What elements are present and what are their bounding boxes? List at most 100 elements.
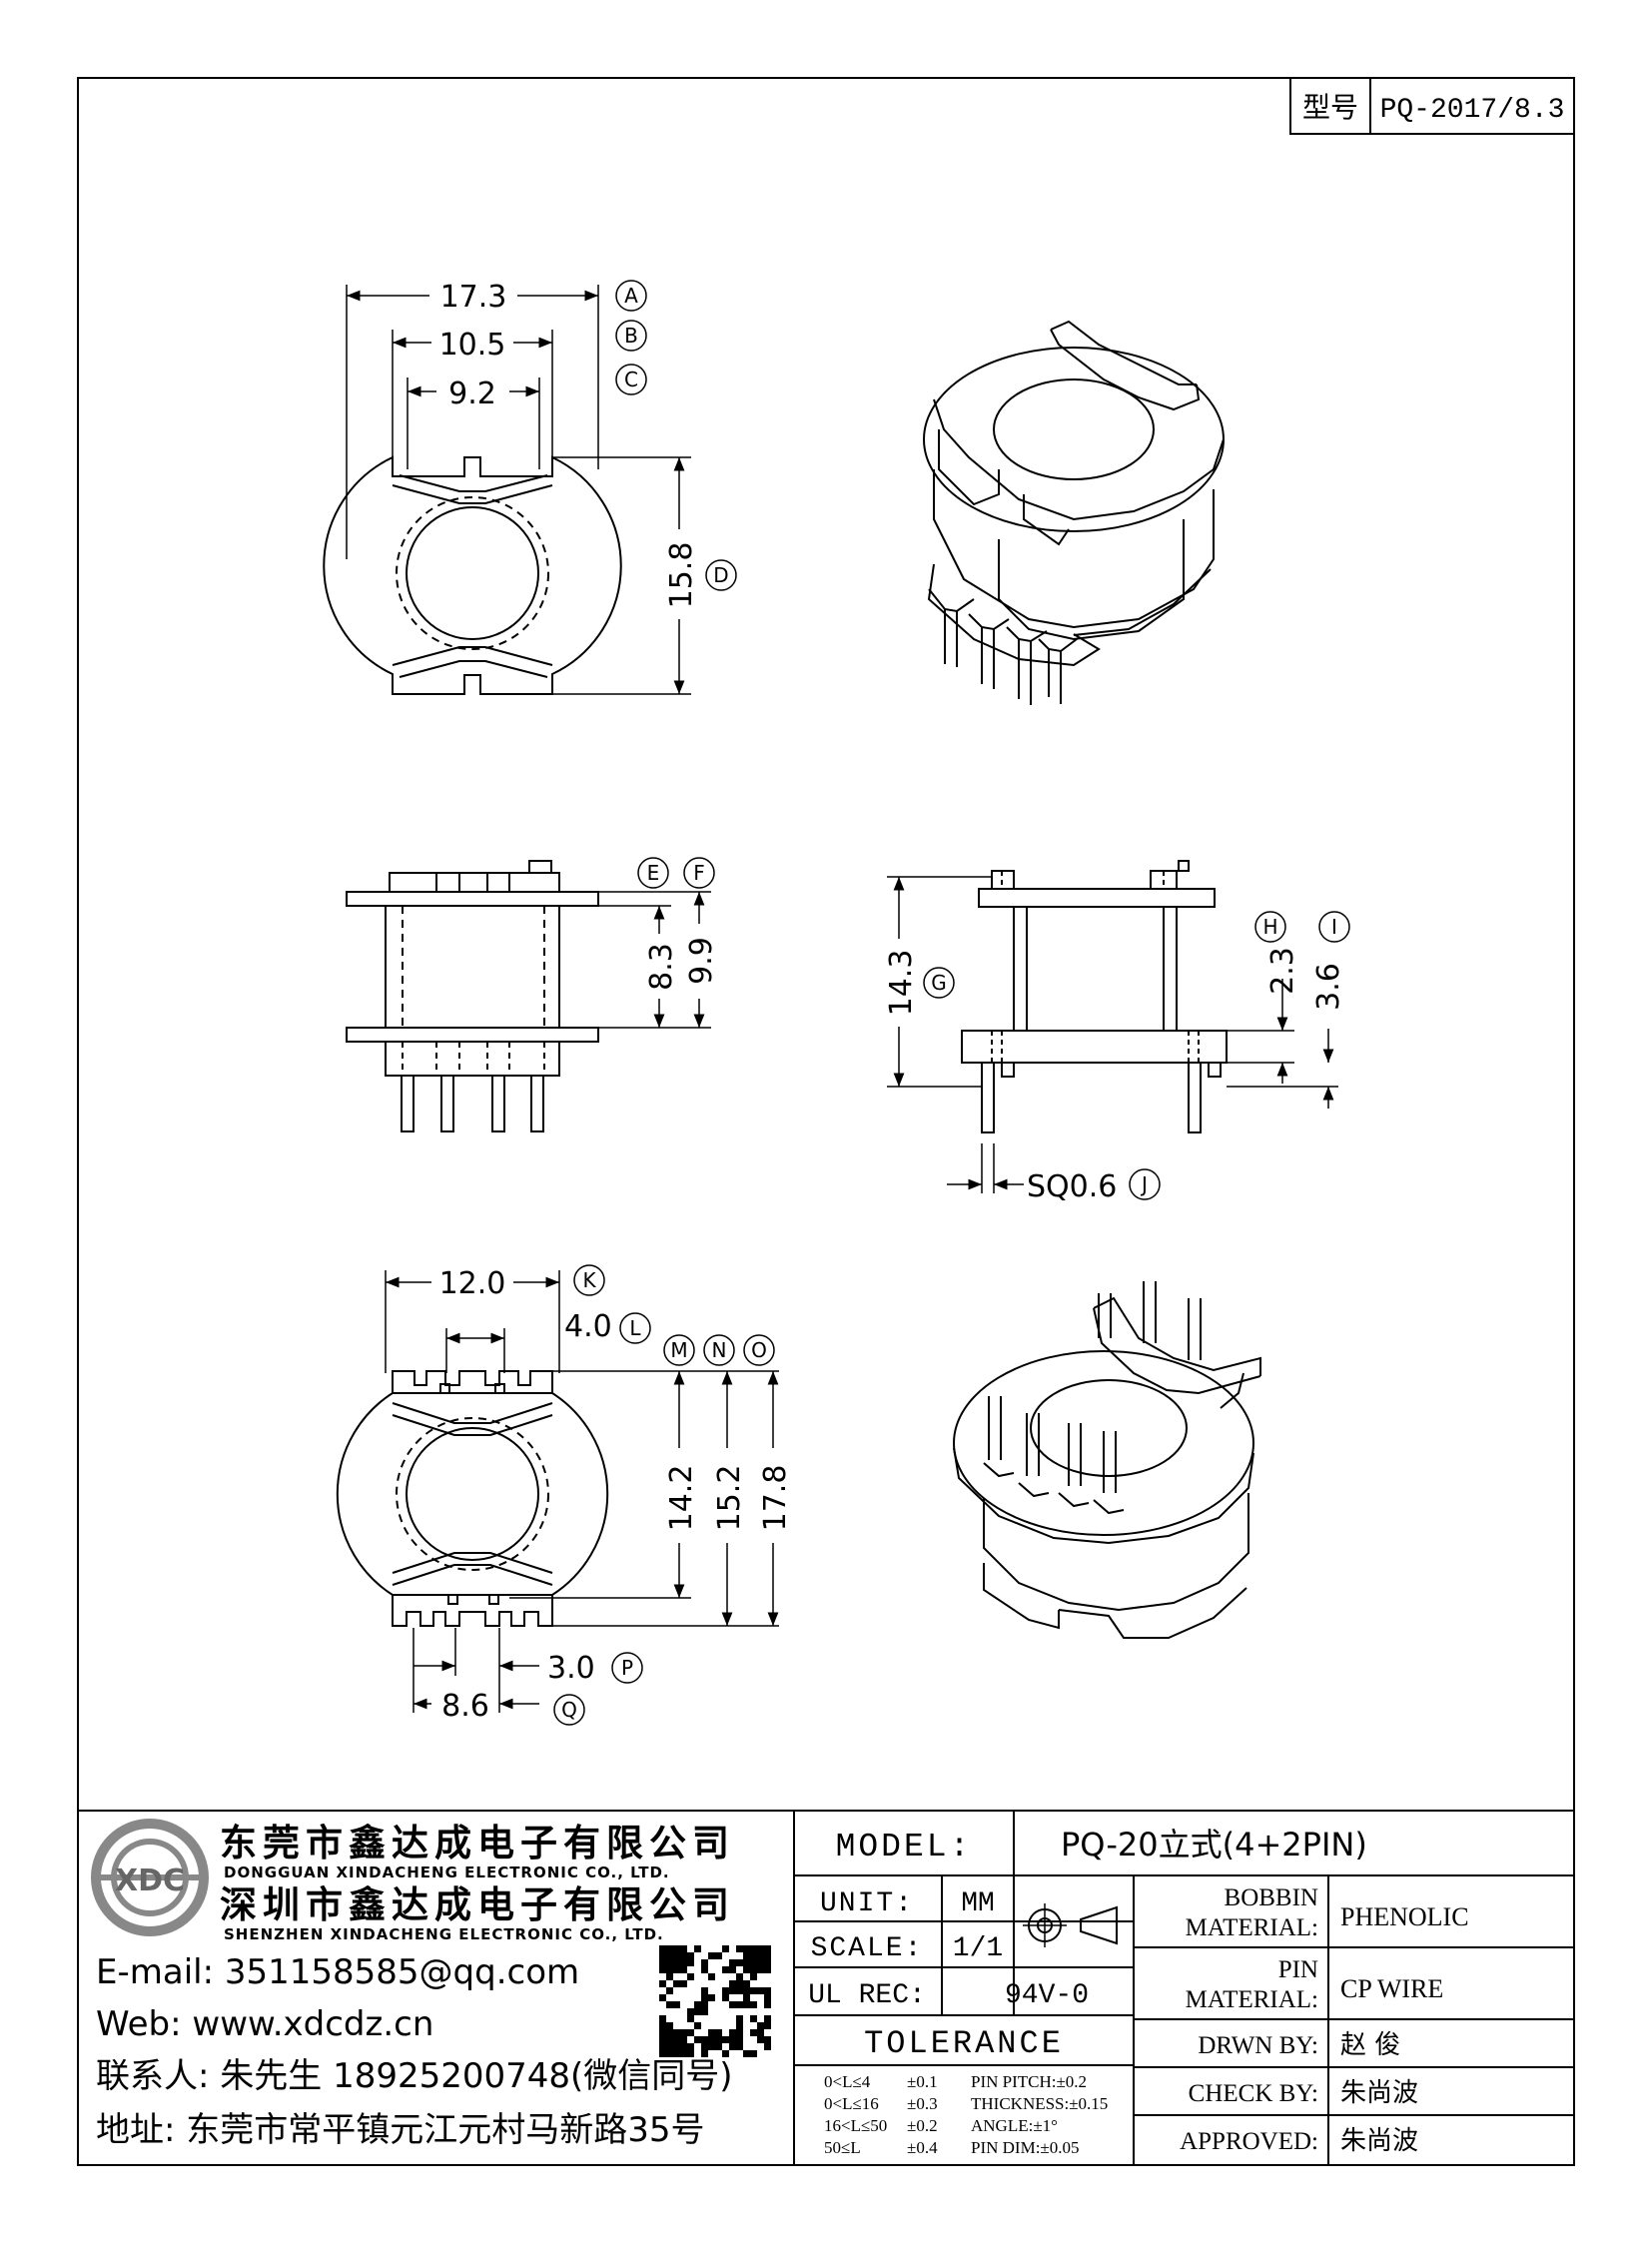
marker-c: C (615, 364, 647, 395)
ul-label: UL REC: (808, 1980, 926, 2011)
svg-text:Q: Q (561, 1698, 577, 1722)
approved-value: 朱尚波 (1340, 2126, 1418, 2156)
side-view (961, 860, 1228, 1133)
bobbin-value: PHENOLIC (1340, 1902, 1469, 1931)
unit-label: UNIT: (820, 1888, 914, 1919)
dim-k: 12.0 (439, 1266, 506, 1301)
marker-f: F (683, 857, 715, 889)
dim-e: 8.3 (644, 943, 679, 991)
dim-a: 17.3 (440, 280, 507, 315)
marker-a: A (615, 280, 647, 312)
type-label: 型号 (1302, 91, 1358, 124)
marker-e: E (637, 857, 669, 889)
dim-l: 4.0 (564, 1309, 612, 1344)
dim-c: 9.2 (448, 376, 496, 411)
title-block (78, 1810, 1574, 2165)
svg-text:O: O (751, 1338, 767, 1362)
pin-label-2: MATERIAL: (1186, 1986, 1318, 2013)
company-email: E-mail: 351158585@qq.com (96, 1952, 579, 1992)
logo-text: XDC (115, 1864, 185, 1898)
top-view (323, 455, 622, 695)
marker-g: G (923, 967, 955, 999)
front-view-dims (598, 891, 711, 1029)
check-value: 朱尚波 (1340, 2078, 1418, 2108)
bobbin-label-2: MATERIAL: (1186, 1914, 1318, 1941)
pin-value: CP WIRE (1340, 1974, 1443, 2003)
tol-note-2: THICKNESS:±0.15 (971, 2094, 1108, 2113)
bobbin-label-1: BOBBIN (1225, 1884, 1318, 1911)
ul-value: 94V-0 (1005, 1980, 1089, 2011)
svg-text:P: P (621, 1656, 633, 1680)
company-contact: 联系人: 朱先生 18925200748(微信同号) (96, 2056, 733, 2096)
dim-i: 3.6 (1311, 963, 1346, 1011)
model-label: MODEL: (836, 1829, 973, 1866)
company-address: 地址: 东莞市常平镇元江元村马新路35号 (96, 2110, 705, 2150)
marker-d: D (705, 559, 737, 591)
company-web: Web: www.xdcdz.cn (96, 2004, 433, 2044)
tol-range-1: 0<L≤4 (824, 2072, 871, 2091)
svg-text:F: F (693, 861, 705, 885)
dim-m: 14.2 (664, 1465, 699, 1532)
type-box: 型号 PQ-2017/8.3 (1289, 77, 1575, 135)
marker-k: K (573, 1264, 605, 1296)
dim-q: 8.6 (441, 1689, 489, 1724)
tol-value-4: ±0.4 (907, 2138, 938, 2157)
marker-n: N (703, 1334, 735, 1366)
company-name-shenzhen: 深圳市鑫达成电子有限公司 (220, 1883, 735, 1926)
svg-text:A: A (624, 284, 638, 308)
side-view-dims (887, 876, 1338, 1193)
svg-text:G: G (931, 971, 947, 995)
svg-text:E: E (647, 861, 660, 885)
drawn-label: DRWN BY: (1198, 2032, 1318, 2059)
svg-text:K: K (582, 1268, 596, 1292)
iso-view-bottom (953, 1281, 1261, 1639)
tol-value-3: ±0.2 (907, 2116, 938, 2135)
company-name-shenzhen-en: SHENZHEN XINDACHENG ELECTRONIC CO., LTD. (224, 1925, 664, 1943)
bottom-view-dims (385, 1270, 779, 1713)
marker-b: B (615, 320, 647, 352)
marker-h: H (1254, 911, 1286, 943)
unit-value: MM (961, 1888, 995, 1919)
company-name-dongguan-en: DONGGUAN XINDACHENG ELECTRONIC CO., LTD. (224, 1864, 670, 1881)
bottom-view (336, 1370, 609, 1627)
scale-value: 1/1 (953, 1933, 1003, 1964)
pin-label-1: PIN (1278, 1956, 1318, 1983)
dim-p: 3.0 (547, 1651, 595, 1686)
dim-g: 14.3 (884, 950, 919, 1017)
tol-value-2: ±0.3 (907, 2094, 938, 2113)
tol-note-3: ANGLE:±1° (971, 2116, 1058, 2135)
qr-code (659, 1945, 771, 2057)
company-info: 东莞市鑫达成电子有限公司 DONGGUAN XINDACHENG ELECTRO… (96, 1822, 735, 2150)
front-view (346, 860, 599, 1132)
scale-label: SCALE: (811, 1933, 924, 1964)
company-logo: XDC (91, 1819, 209, 1936)
dim-d: 15.8 (664, 542, 699, 609)
svg-text:D: D (713, 563, 728, 587)
marker-o: O (743, 1334, 775, 1366)
svg-text:N: N (712, 1338, 727, 1362)
type-value: PQ-2017/8.3 (1380, 95, 1565, 126)
tol-note-1: PIN PITCH:±0.2 (971, 2072, 1087, 2091)
svg-text:L: L (629, 1316, 641, 1340)
dim-o: 17.8 (758, 1465, 793, 1532)
svg-text:H: H (1262, 915, 1277, 939)
sheet-border (77, 77, 1575, 2166)
svg-text:J: J (1140, 1172, 1148, 1196)
marker-i: I (1318, 911, 1350, 943)
dim-b: 10.5 (439, 328, 506, 363)
dim-n: 15.2 (712, 1465, 747, 1532)
svg-text:C: C (624, 368, 638, 391)
dim-j: SQ0.6 (1027, 1169, 1117, 1204)
svg-text:I: I (1331, 915, 1337, 939)
dim-f: 9.9 (684, 937, 719, 985)
company-name-dongguan: 东莞市鑫达成电子有限公司 (220, 1822, 735, 1865)
title-block-text: MODEL: PQ-20立式(4+2PIN) UNIT: MM SCALE: 1… (808, 1826, 1468, 2157)
tol-value-1: ±0.1 (907, 2072, 938, 2091)
tolerance-label: TOLERANCE (864, 2025, 1064, 2062)
svg-text:B: B (624, 324, 638, 348)
tol-range-4: 50≤L (824, 2138, 861, 2157)
marker-m: M (663, 1334, 695, 1366)
tol-range-2: 0<L≤16 (824, 2094, 879, 2113)
marker-q: Q (553, 1694, 585, 1726)
